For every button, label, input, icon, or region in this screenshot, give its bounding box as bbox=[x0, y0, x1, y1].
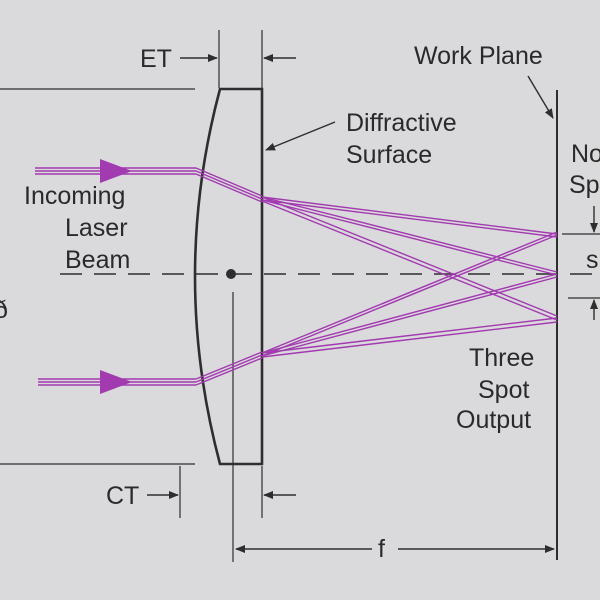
diffractive-surface-label-2: Surface bbox=[346, 141, 432, 169]
incoming-label-1: Incoming bbox=[24, 182, 125, 210]
beam-arrow-lower bbox=[100, 370, 132, 394]
focal-length-label: f bbox=[378, 535, 385, 563]
lens-rays bbox=[195, 167, 263, 386]
cut-label-sp: Sp bbox=[569, 171, 600, 199]
output-rays-lower bbox=[261, 231, 558, 358]
work-plane-label: Work Plane bbox=[414, 42, 543, 70]
ct-label: CT bbox=[106, 482, 139, 510]
work-plane-leader bbox=[527, 75, 554, 119]
cut-label-left: ð bbox=[0, 296, 8, 324]
incoming-label-2: Laser bbox=[65, 214, 128, 242]
cut-label-no: No bbox=[571, 140, 600, 168]
output-label-2: Spot bbox=[478, 376, 529, 404]
incoming-beam-lower bbox=[38, 370, 196, 394]
beam-arrow-upper bbox=[100, 159, 132, 183]
diffractive-surface-label-1: Diffractive bbox=[346, 109, 457, 137]
incoming-beam-upper bbox=[35, 159, 196, 183]
output-rays-upper bbox=[261, 196, 558, 321]
output-label-3: Output bbox=[456, 406, 531, 434]
incoming-label-3: Beam bbox=[65, 246, 130, 274]
lens-center-dot bbox=[226, 269, 236, 279]
cut-label-s: s bbox=[586, 246, 599, 274]
lens-outline bbox=[193, 87, 264, 466]
diffractive-surface-leader bbox=[265, 121, 336, 151]
et-label: ET bbox=[140, 45, 172, 73]
output-label-1: Three bbox=[469, 344, 534, 372]
